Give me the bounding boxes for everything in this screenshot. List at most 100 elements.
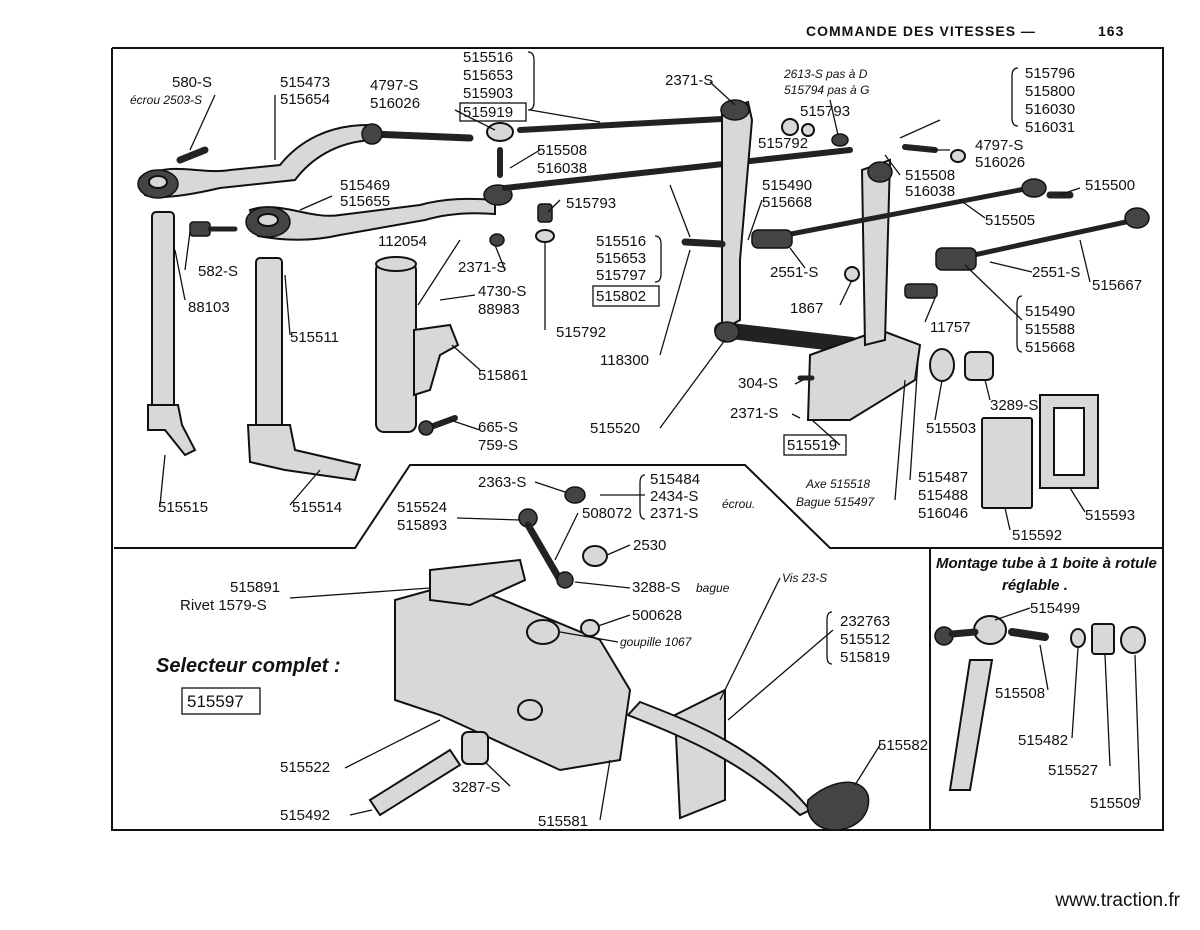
label-516031: 516031	[1025, 119, 1075, 136]
label-goupille: goupille 1067	[620, 635, 693, 649]
label-515861: 515861	[478, 367, 528, 384]
gasket-515592	[981, 417, 1033, 509]
label-515588: 515588	[1025, 321, 1075, 338]
label-516026a: 516026	[370, 95, 420, 112]
label-515667: 515667	[1092, 277, 1142, 294]
label-2613: 2613-S pas à D	[783, 67, 868, 81]
label-515516a: 515516	[463, 49, 513, 66]
label-516038b: 516038	[905, 183, 955, 200]
rod-515516	[517, 115, 743, 133]
label-515582: 515582	[878, 737, 928, 754]
label-515490b: 515490	[1025, 303, 1075, 320]
label-515593: 515593	[1085, 507, 1135, 524]
label-11757: 11757	[930, 319, 971, 336]
label-515793b: 515793	[566, 195, 616, 212]
label-515796: 515796	[1025, 65, 1075, 82]
label-515792a: 515792	[758, 135, 808, 152]
label-515514: 515514	[292, 499, 342, 516]
diagram-frame	[111, 47, 1164, 831]
label-580s: 580-S	[172, 74, 212, 91]
label-515527: 515527	[1048, 762, 1098, 779]
label-515469: 515469	[340, 177, 390, 194]
label-4730: 4730-S	[478, 283, 526, 300]
footer-site-url: www.traction.fr	[1055, 890, 1180, 911]
label-515903: 515903	[463, 85, 513, 102]
label-515919: 515919	[463, 104, 513, 121]
label-515797: 515797	[596, 267, 646, 284]
label-1867: 1867	[790, 300, 823, 317]
left-shaft-88103	[151, 211, 175, 413]
label-515512: 515512	[840, 631, 890, 648]
label-515891: 515891	[230, 579, 280, 596]
page-number: 163	[1098, 23, 1124, 39]
shaft-515511	[255, 257, 283, 439]
label-118300: 118300	[600, 352, 649, 369]
parts-illustration	[137, 99, 1150, 831]
label-508072: 508072	[582, 505, 632, 522]
label-515508b: 515508	[905, 167, 955, 184]
label-bague: Bague 515497	[796, 495, 875, 509]
box-515802	[592, 285, 660, 307]
label-2371c: 2371-S	[730, 405, 778, 422]
label-515597: 515597	[187, 692, 244, 711]
label-515581: 515581	[538, 813, 588, 830]
lower-shift-lever	[248, 197, 496, 241]
box-515919	[459, 102, 527, 122]
page-header-title: COMMANDE DES VITESSES —	[806, 23, 1036, 39]
label-515505: 515505	[985, 212, 1035, 229]
label-2371d: 2371-S	[650, 505, 698, 522]
label-selecteur: Selecteur complet :	[156, 655, 341, 677]
label-bague2: bague	[696, 581, 730, 595]
label-4797b: 4797-S	[975, 137, 1023, 154]
label-515492: 515492	[280, 807, 330, 824]
label-515487: 515487	[918, 469, 968, 486]
label-665: 665-S	[478, 419, 518, 436]
leader-lines	[159, 81, 1141, 821]
rod-515797	[502, 147, 853, 191]
label-516038a: 516038	[537, 160, 587, 177]
label-515653b: 515653	[596, 250, 646, 267]
label-515490a: 515490	[762, 177, 812, 194]
label-515508a: 515508	[537, 142, 587, 159]
label-2363: 2363-S	[478, 474, 526, 491]
box-515519	[783, 434, 847, 456]
label-ecrou2503: écrou 2503-S	[130, 93, 202, 107]
label-515484: 515484	[650, 471, 700, 488]
label-vis23: Vis 23-S	[782, 571, 827, 585]
selector-housing	[394, 580, 632, 772]
label-515800: 515800	[1025, 83, 1075, 100]
label-montage-1: Montage tube à 1 boite à rotule	[936, 555, 1157, 572]
rod-515667	[957, 217, 1138, 261]
label-759: 759-S	[478, 437, 518, 454]
label-515792b: 515792	[556, 324, 606, 341]
label-515592: 515592	[1012, 527, 1062, 544]
label-582: 582-S	[198, 263, 238, 280]
label-515654: 515654	[280, 91, 330, 108]
label-515511: 515511	[290, 329, 339, 346]
label-rivet: Rivet 1579-S	[180, 597, 267, 614]
label-515668a: 515668	[762, 194, 812, 211]
label-2371a: 2371-S	[665, 72, 713, 89]
label-montage-2: réglable .	[1002, 577, 1068, 594]
label-88983: 88983	[478, 301, 520, 318]
label-515515: 515515	[158, 499, 208, 516]
label-515500: 515500	[1085, 177, 1135, 194]
bushing-515492	[368, 748, 462, 817]
label-515794: 515794 pas à G	[784, 83, 869, 97]
label-515516b: 515516	[596, 233, 646, 250]
label-515488: 515488	[918, 487, 968, 504]
label-515499: 515499	[1030, 600, 1080, 617]
lever-515520	[721, 100, 754, 332]
label-500628: 500628	[632, 607, 682, 624]
montage-lever	[948, 659, 994, 791]
box-515597	[181, 687, 261, 715]
label-515653a: 515653	[463, 67, 513, 84]
label-112054: 112054	[378, 233, 427, 250]
label-ecrou: écrou.	[722, 497, 755, 511]
label-4797a: 4797-S	[370, 77, 418, 94]
label-515893: 515893	[397, 517, 447, 534]
label-516046: 516046	[918, 505, 968, 522]
label-2530: 2530	[633, 537, 666, 554]
label-2551a: 2551-S	[770, 264, 818, 281]
